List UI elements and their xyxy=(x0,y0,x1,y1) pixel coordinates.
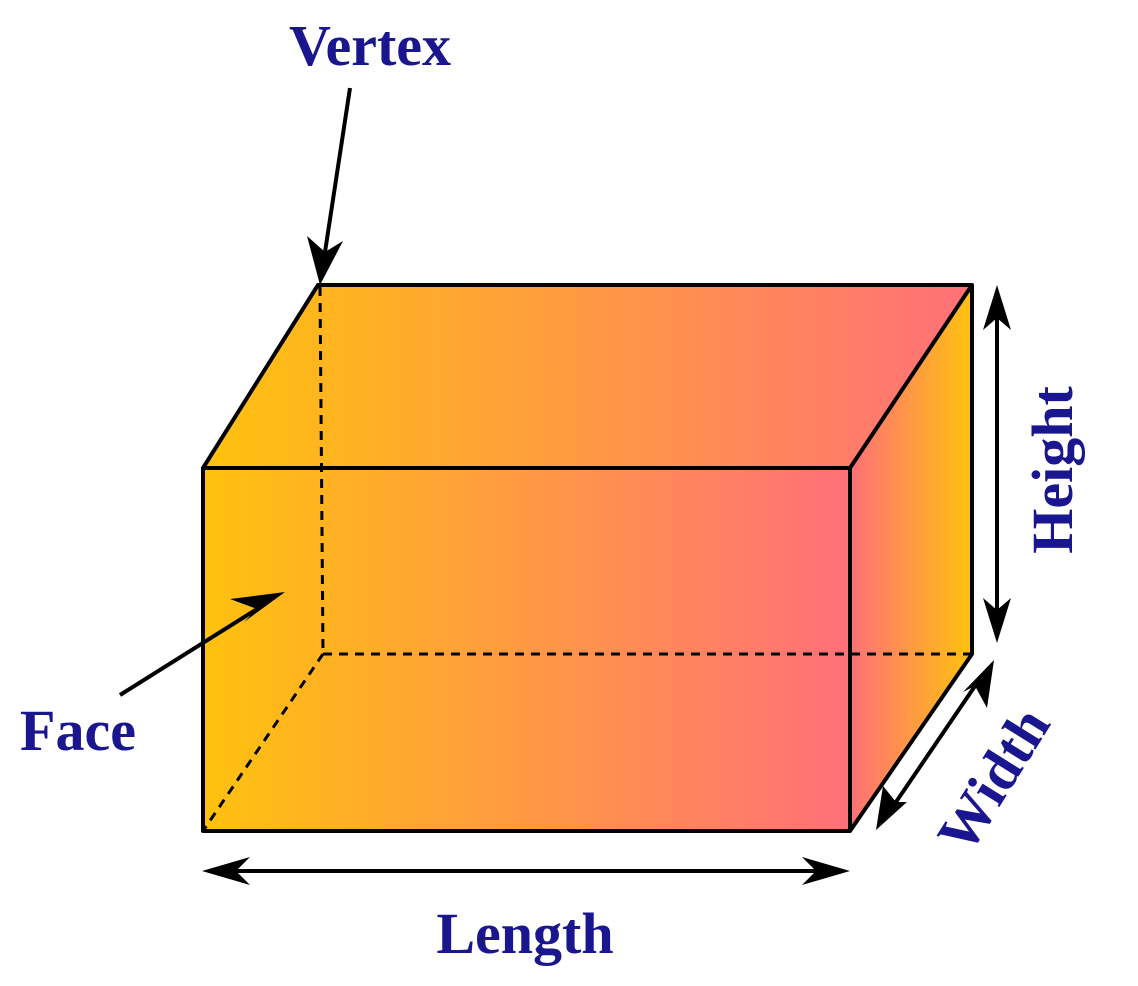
vertex-label: Vertex xyxy=(289,13,451,78)
vertex-arrowhead xyxy=(307,236,343,285)
height-arrowhead-bottom xyxy=(983,598,1011,643)
face-arrowhead xyxy=(230,592,285,622)
width-label: Width xyxy=(924,696,1062,864)
width-arrowhead-top xyxy=(963,660,994,708)
height-label: Height xyxy=(1020,386,1085,554)
length-label: Length xyxy=(436,901,613,966)
height-arrowhead-top xyxy=(983,285,1011,330)
length-arrowhead-right xyxy=(802,857,850,885)
vertex-arrow xyxy=(323,87,352,253)
face-arrow xyxy=(118,607,259,697)
hidden-edge-vertical xyxy=(318,286,325,655)
face-label: Face xyxy=(20,698,136,763)
front-face xyxy=(203,468,850,831)
right-side-face xyxy=(850,285,972,831)
hidden-edge-diagonal xyxy=(201,653,325,832)
length-arrowhead-left xyxy=(202,857,250,885)
top-face-outline xyxy=(201,283,974,470)
right-side-outline xyxy=(848,285,974,833)
width-arrowhead-bottom xyxy=(876,786,907,830)
width-arrow xyxy=(894,684,977,804)
top-face xyxy=(203,285,972,468)
